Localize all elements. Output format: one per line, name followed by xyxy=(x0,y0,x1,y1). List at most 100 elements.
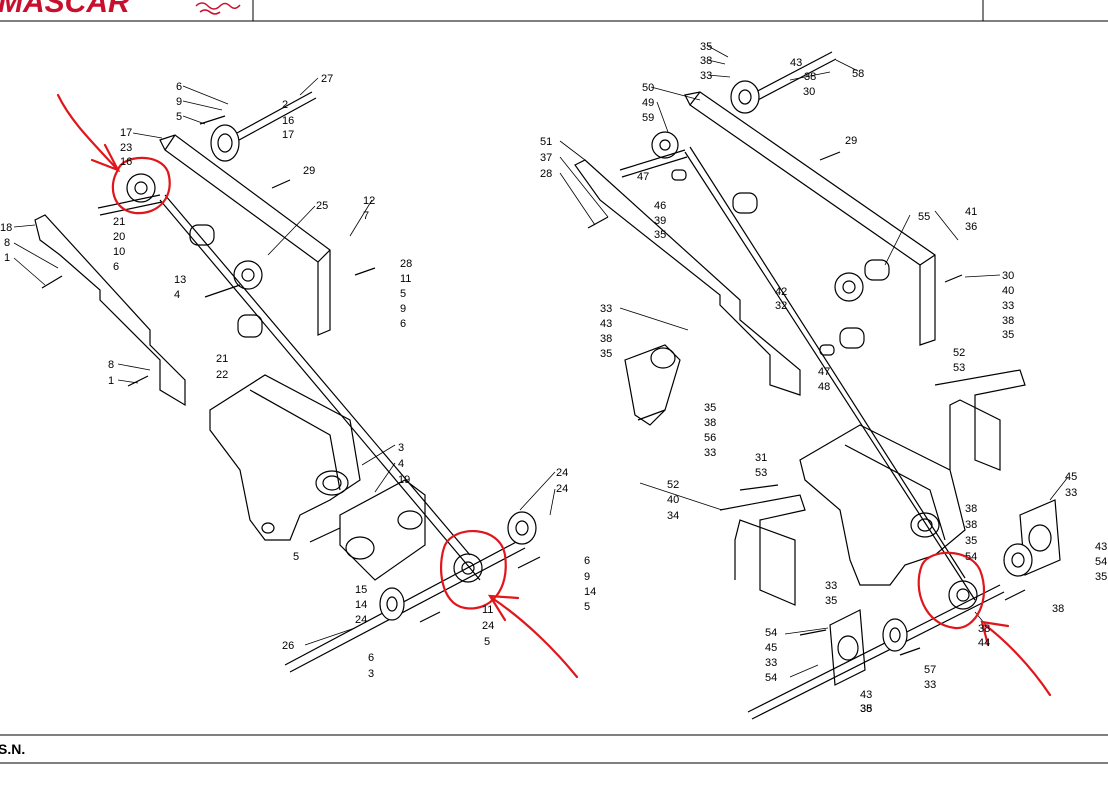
right-callout-46: 46 xyxy=(654,200,666,212)
left-callout-3: 3 xyxy=(398,442,404,454)
left-callout-8: 8 xyxy=(108,359,114,371)
right-callout-38: 38 xyxy=(704,417,716,429)
right-callout-38: 38 xyxy=(978,623,990,635)
right-callout-55: 55 xyxy=(918,211,930,223)
right-callout-52: 52 xyxy=(667,479,679,491)
left-callout-24: 24 xyxy=(355,614,367,626)
right-callout-38: 38 xyxy=(965,503,977,515)
left-callout-15: 15 xyxy=(355,584,367,596)
left-callout-2: 2 xyxy=(282,99,288,111)
right-callout-52: 52 xyxy=(953,347,965,359)
right-callout-35: 35 xyxy=(600,348,612,360)
left-assembly xyxy=(34,91,541,673)
left-callout-11: 11 xyxy=(482,604,493,616)
logo-swirl xyxy=(195,2,241,15)
right-callout-28: 28 xyxy=(540,168,552,180)
right-callout-54: 54 xyxy=(965,551,977,563)
right-callout-33: 33 xyxy=(700,70,712,82)
right-callout-35: 35 xyxy=(1095,571,1107,583)
right-callout-30: 30 xyxy=(803,86,815,98)
right-callout-35: 35 xyxy=(654,229,666,241)
right-callout-49: 49 xyxy=(642,97,654,109)
right-callout-33: 33 xyxy=(825,580,837,592)
right-callout-35: 35 xyxy=(1002,329,1014,341)
left-callout-17: 17 xyxy=(120,127,132,139)
right-callout-35: 35 xyxy=(965,535,977,547)
right-callout-32: 32 xyxy=(775,300,787,312)
red-circle-left-sprocket xyxy=(111,156,171,215)
right-callout-58: 58 xyxy=(852,68,864,80)
right-callout-43: 43 xyxy=(1095,541,1107,553)
left-callout-27: 27 xyxy=(321,73,333,85)
right-bracket-52-upper xyxy=(934,369,1026,471)
right-callout-56: 56 xyxy=(704,432,716,444)
right-callout-47: 47 xyxy=(818,366,830,378)
footer-frame xyxy=(0,734,1108,764)
right-callout-51: 51 xyxy=(540,136,552,148)
right-callout-53: 53 xyxy=(755,467,767,479)
left-callout-26: 26 xyxy=(282,640,294,652)
left-callout-6: 6 xyxy=(176,81,182,93)
right-callout-38: 38 xyxy=(700,55,712,67)
right-callout-42: 42 xyxy=(775,286,787,298)
left-callout-7: 7 xyxy=(363,210,369,222)
lower-plate-45 xyxy=(829,609,866,686)
right-callout-33: 33 xyxy=(704,447,716,459)
serial-number-label: S.N. xyxy=(0,741,26,757)
left-callout-6: 6 xyxy=(113,261,119,273)
right-callout-41: 41 xyxy=(965,206,977,218)
right-callout-38: 38 xyxy=(600,333,612,345)
right-callout-43: 43 xyxy=(860,689,872,701)
left-callout-6: 6 xyxy=(400,318,406,330)
left-callout-11: 11 xyxy=(400,273,411,285)
left-callout-5: 5 xyxy=(584,601,590,613)
red-arrow-left-lower xyxy=(487,594,579,679)
left-callout-24: 24 xyxy=(482,620,494,632)
right-bracket-52-lower xyxy=(719,494,806,606)
right-callout-54: 54 xyxy=(765,627,777,639)
right-callout-36: 36 xyxy=(965,221,977,233)
right-plate-51 xyxy=(574,159,801,396)
left-callout-13: 13 xyxy=(174,274,186,286)
right-callout-40: 40 xyxy=(1002,285,1014,297)
right-callout-35: 35 xyxy=(860,703,872,715)
red-annotations xyxy=(56,93,1052,697)
left-callout-12: 12 xyxy=(363,195,375,207)
right-callout-43: 43 xyxy=(600,318,612,330)
right-callout-54: 54 xyxy=(765,672,777,684)
right-callout-35: 35 xyxy=(704,402,716,414)
right-callout-38: 38 xyxy=(860,703,872,715)
left-top-bar xyxy=(159,134,331,336)
red-arrow-right xyxy=(980,620,1052,697)
left-callout-14: 14 xyxy=(355,599,367,611)
right-assembly xyxy=(574,51,1061,720)
right-callout-38: 38 xyxy=(1002,315,1014,327)
right-callout-33: 33 xyxy=(765,657,777,669)
left-callout-8: 8 xyxy=(4,237,10,249)
left-callout-10: 10 xyxy=(113,246,125,258)
left-callout-1: 1 xyxy=(4,252,10,264)
left-callout-4: 4 xyxy=(174,289,180,301)
left-callout-1: 1 xyxy=(108,375,114,387)
left-callout-21: 21 xyxy=(113,216,125,228)
left-callout-9: 9 xyxy=(400,303,406,315)
left-main-housing xyxy=(209,374,361,541)
right-callout-33: 33 xyxy=(1002,300,1014,312)
right-callout-50: 50 xyxy=(642,82,654,94)
right-callout-44: 44 xyxy=(978,637,990,649)
left-callout-5: 5 xyxy=(293,551,299,563)
right-callout-33: 33 xyxy=(1065,487,1077,499)
plate-56 xyxy=(624,344,681,426)
right-callout-39: 39 xyxy=(654,215,666,227)
left-callout-21: 21 xyxy=(216,353,228,365)
left-callout-6: 6 xyxy=(368,652,374,664)
right-callout-33: 33 xyxy=(600,303,612,315)
red-arrow-top-left xyxy=(56,93,121,173)
left-callout-14: 14 xyxy=(584,586,596,598)
right-callout-30: 30 xyxy=(1002,270,1014,282)
right-callout-45: 45 xyxy=(1065,471,1077,483)
right-callout-40: 40 xyxy=(667,494,679,506)
